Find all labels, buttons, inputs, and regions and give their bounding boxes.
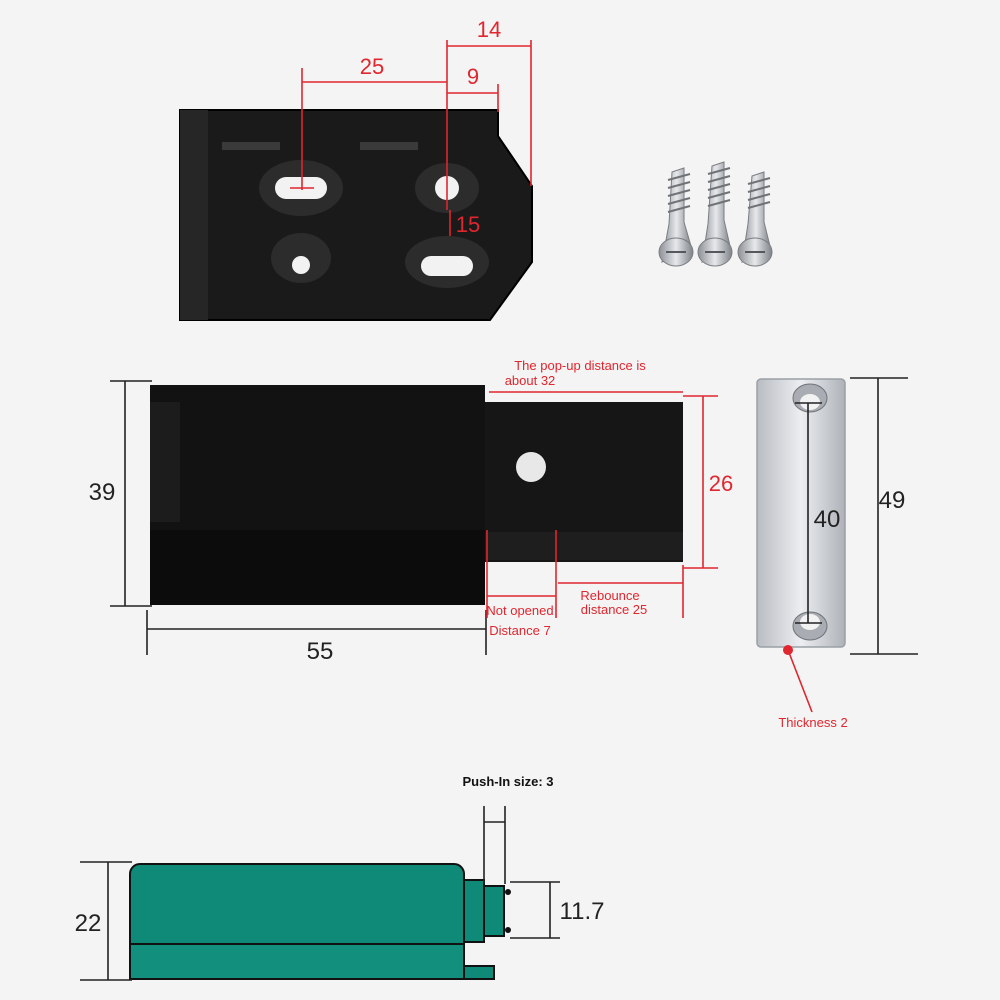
mounting-plate bbox=[179, 109, 533, 321]
plunger-pin bbox=[516, 452, 546, 482]
screw-icon bbox=[697, 161, 733, 267]
not-opened-line2: Distance 7 bbox=[489, 623, 550, 638]
side-plunger bbox=[483, 885, 505, 937]
strike-plate-dimensions bbox=[795, 377, 918, 655]
popup-note-line2: about 32 bbox=[505, 373, 556, 388]
rebounce-line1: Rebounce bbox=[580, 588, 639, 603]
side-view-dimensions bbox=[80, 806, 560, 981]
top-plate-dimensions bbox=[290, 40, 532, 236]
dim-vertical: 15 bbox=[456, 212, 480, 237]
dim-strike-hole-spacing: 40 bbox=[814, 506, 841, 533]
slot-hole-right bbox=[421, 256, 473, 276]
dim-extended-height: 26 bbox=[709, 471, 733, 496]
dim-plunger-height: 11.7 bbox=[560, 898, 605, 925]
strike-plate bbox=[756, 378, 846, 648]
body-red-dimensions bbox=[486, 391, 718, 618]
popup-note-line1: The pop-up distance is bbox=[514, 358, 646, 373]
latch-body bbox=[150, 385, 683, 605]
thickness-note: Thickness 2 bbox=[778, 715, 847, 730]
round-hole-left bbox=[292, 256, 310, 274]
push-in-note: Push-In size: 3 bbox=[462, 774, 553, 789]
rebounce-line2: distance 25 bbox=[581, 602, 648, 617]
dim-offset: 9 bbox=[467, 64, 479, 89]
dim-top-width: 14 bbox=[477, 17, 501, 42]
dim-strike-height: 49 bbox=[879, 487, 906, 514]
side-view-body bbox=[129, 863, 511, 980]
screws bbox=[658, 161, 773, 267]
dim-body-height: 39 bbox=[89, 479, 116, 506]
not-opened-line1: Not opened bbox=[486, 603, 553, 618]
dim-hole-spacing: 25 bbox=[360, 54, 384, 79]
dim-side-height: 22 bbox=[75, 910, 102, 937]
dim-body-length: 55 bbox=[307, 638, 334, 665]
screw-icon bbox=[737, 171, 773, 267]
body-dimensions bbox=[110, 380, 487, 655]
screw-icon bbox=[658, 167, 694, 267]
